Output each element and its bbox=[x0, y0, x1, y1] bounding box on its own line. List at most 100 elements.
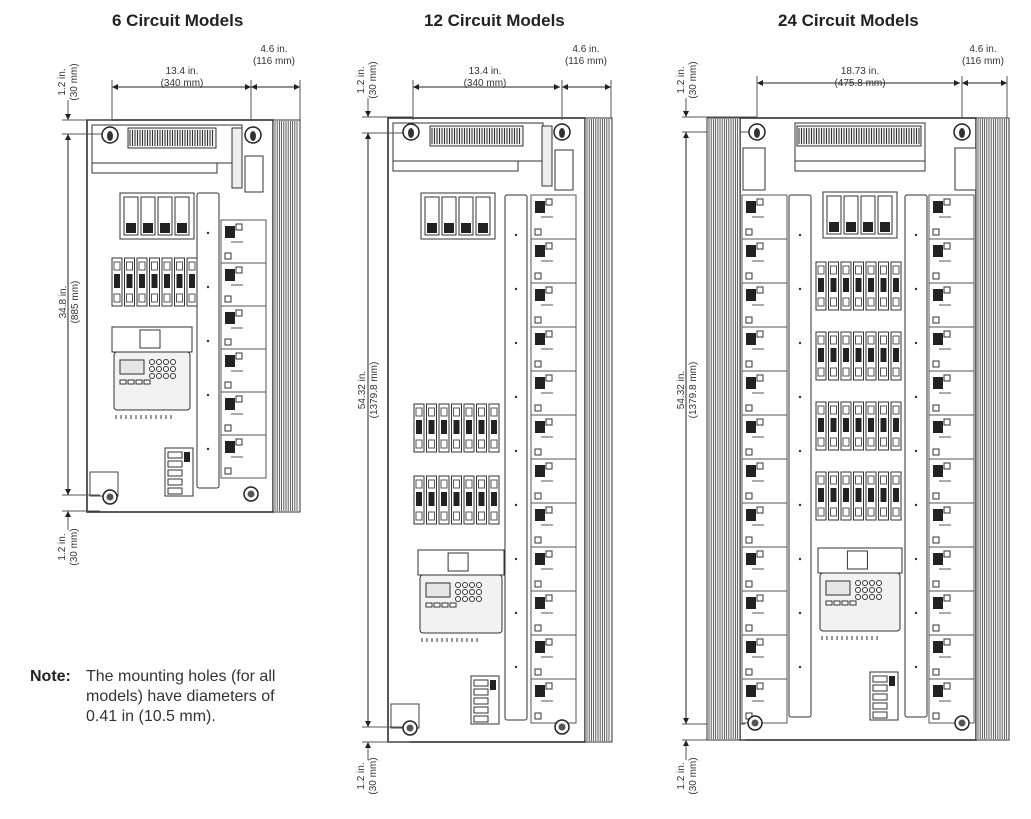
breaker-label bbox=[126, 261, 133, 271]
module-connector bbox=[535, 201, 545, 213]
breaker-label bbox=[880, 405, 887, 415]
breaker-toggle bbox=[893, 488, 899, 502]
keyhole-slot bbox=[107, 131, 113, 141]
breaker-label bbox=[880, 297, 887, 307]
dimmer-module-12 bbox=[530, 546, 577, 592]
breaker-label bbox=[855, 405, 862, 415]
controller-button bbox=[127, 379, 135, 385]
breaker-label bbox=[465, 479, 473, 489]
dimmer-module-12 bbox=[530, 678, 577, 724]
module-connector bbox=[746, 509, 756, 521]
dimmer-module-12 bbox=[530, 194, 577, 240]
busbar-screw bbox=[914, 611, 918, 615]
breakers-6 bbox=[111, 257, 198, 307]
breaker-label bbox=[188, 261, 196, 271]
module-led bbox=[545, 638, 553, 646]
psu-6 bbox=[164, 447, 194, 497]
breaker-toggle bbox=[843, 348, 849, 362]
module-connector bbox=[933, 641, 943, 653]
busbar-screw bbox=[206, 231, 210, 235]
relay-block-24-right bbox=[954, 147, 978, 191]
module-led bbox=[756, 638, 764, 646]
module-connector bbox=[535, 553, 545, 565]
dimmer-module-24-left bbox=[741, 590, 788, 636]
top-rail-24 bbox=[794, 160, 926, 172]
dim-6-top: 1.2 in.(30 mm) bbox=[57, 63, 80, 101]
arrowhead bbox=[294, 84, 300, 90]
controller-key bbox=[876, 594, 882, 600]
module-indicator bbox=[224, 467, 232, 475]
dimmer-module-12 bbox=[530, 634, 577, 680]
dim-12-width-line bbox=[413, 84, 560, 90]
psu-12 bbox=[470, 675, 500, 725]
module-indicator bbox=[932, 712, 940, 720]
keyhole-slot bbox=[559, 128, 565, 138]
breaker-label bbox=[176, 261, 183, 271]
module-indicator bbox=[534, 624, 542, 632]
breaker-toggle bbox=[818, 278, 824, 292]
controller-key bbox=[862, 587, 868, 593]
dim-24-depth-line bbox=[962, 80, 1007, 86]
breaker-label bbox=[892, 475, 900, 485]
breaker-label bbox=[867, 335, 875, 345]
module-indicator bbox=[745, 448, 753, 456]
module-connector bbox=[746, 289, 756, 301]
contactor-terminal bbox=[461, 223, 471, 233]
module-indicator bbox=[534, 360, 542, 368]
busbar-screw bbox=[914, 287, 918, 291]
controller-key bbox=[876, 580, 882, 586]
breaker-label bbox=[817, 405, 825, 415]
breaker-label bbox=[892, 265, 900, 275]
breaker-label bbox=[855, 437, 862, 447]
controller-button bbox=[449, 602, 457, 608]
dimmer-module-24-right bbox=[928, 238, 975, 284]
controller-key bbox=[869, 580, 875, 586]
contactor-terminal bbox=[177, 223, 187, 233]
dimmer-module-12 bbox=[530, 326, 577, 372]
breaker-label bbox=[830, 405, 837, 415]
module-indicator bbox=[224, 381, 232, 389]
module-connector bbox=[535, 597, 545, 609]
breaker-label bbox=[892, 507, 900, 517]
controller-key bbox=[876, 587, 882, 593]
relay-block-12 bbox=[554, 149, 574, 191]
controller-key bbox=[855, 594, 861, 600]
breaker-label bbox=[842, 335, 850, 345]
breaker-toggle bbox=[151, 274, 158, 288]
module-led bbox=[943, 198, 951, 206]
controller-button bbox=[833, 600, 841, 606]
mount-hole-24-left bbox=[747, 715, 763, 731]
arrowhead bbox=[683, 132, 689, 138]
dimmer-module-24-left bbox=[741, 546, 788, 592]
psu-terminal bbox=[473, 715, 489, 723]
controller-key bbox=[149, 366, 155, 372]
controller-key bbox=[455, 596, 461, 602]
heatsink-24-right bbox=[975, 117, 1010, 741]
module-led bbox=[943, 506, 951, 514]
module-led bbox=[545, 418, 553, 426]
heatsink-6 bbox=[272, 119, 301, 513]
breaker-label bbox=[842, 297, 850, 307]
breaker-label bbox=[126, 293, 133, 303]
controller-key bbox=[469, 589, 475, 595]
module-indicator bbox=[534, 712, 542, 720]
controller-key bbox=[469, 582, 475, 588]
module-indicator bbox=[745, 272, 753, 280]
busbar-screw bbox=[514, 611, 518, 615]
heatsink-12 bbox=[584, 117, 613, 743]
breaker-label bbox=[867, 297, 875, 307]
breaker-label bbox=[415, 407, 423, 417]
breaker-label bbox=[151, 293, 158, 303]
breaker-label bbox=[428, 511, 435, 521]
controller-12 bbox=[417, 549, 505, 642]
module-connector bbox=[933, 597, 943, 609]
dim-24-bottom-arrow bbox=[683, 740, 689, 746]
psu-indicator bbox=[889, 676, 895, 686]
busbar-screw bbox=[206, 447, 210, 451]
dim-24-top-arrow bbox=[683, 111, 689, 117]
breaker-toggle bbox=[491, 492, 497, 506]
breaker-toggle bbox=[880, 348, 887, 362]
breaker-toggle bbox=[416, 420, 422, 434]
panel-6-circuit bbox=[86, 119, 274, 513]
breaker-label bbox=[830, 297, 837, 307]
